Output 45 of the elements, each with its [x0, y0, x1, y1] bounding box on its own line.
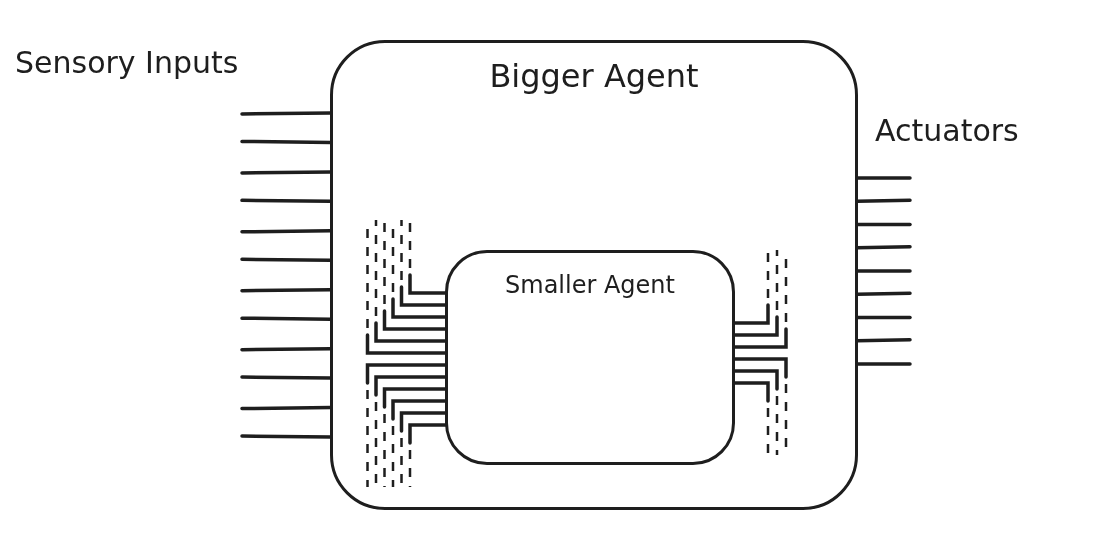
wire-line: [855, 338, 912, 343]
wire-line: [732, 357, 788, 379]
wire-line: [732, 369, 779, 391]
side-label: Sensory Inputs: [15, 45, 239, 80]
wire-line: [240, 434, 333, 439]
wire-line: [240, 111, 333, 116]
wire-line: [240, 405, 333, 411]
wire-line: [855, 269, 912, 273]
wire-line: [732, 381, 770, 403]
wire-line: [240, 375, 333, 380]
wire-line: [391, 399, 448, 421]
wire-line: [855, 291, 912, 296]
wire-line: [732, 315, 779, 337]
wire-line: [365, 333, 448, 355]
wire-line: [732, 303, 770, 325]
agent-box: [330, 40, 858, 510]
wire-line: [855, 222, 912, 227]
wire-line: [240, 257, 333, 262]
wire-line: [240, 198, 333, 204]
wire-line: [240, 229, 333, 234]
wire-line: [855, 198, 912, 203]
wire-line: [374, 321, 448, 343]
wire-line: [399, 285, 448, 307]
side-label: Actuators: [875, 113, 1019, 148]
wire-line: [408, 423, 448, 445]
wire-line: [365, 363, 448, 385]
wire-line: [391, 297, 448, 319]
wire-line: [240, 288, 333, 293]
wire-line: [408, 273, 448, 295]
wire-line: [855, 176, 912, 180]
wire-line: [732, 327, 788, 349]
wire-line: [374, 375, 448, 397]
wire-line: [240, 139, 333, 145]
box-title: Bigger Agent: [488, 57, 700, 95]
wire-line: [855, 245, 912, 250]
wire-line: [399, 411, 448, 433]
wire-line: [855, 362, 912, 366]
box-title: Smaller Agent: [504, 271, 676, 299]
wire-line: [382, 387, 448, 409]
wire-line: [240, 316, 333, 321]
wire-line: [240, 346, 333, 352]
agent-box: [445, 250, 735, 465]
wire-line: [240, 170, 333, 175]
wire-line: [382, 309, 448, 331]
wire-line: [855, 315, 912, 320]
